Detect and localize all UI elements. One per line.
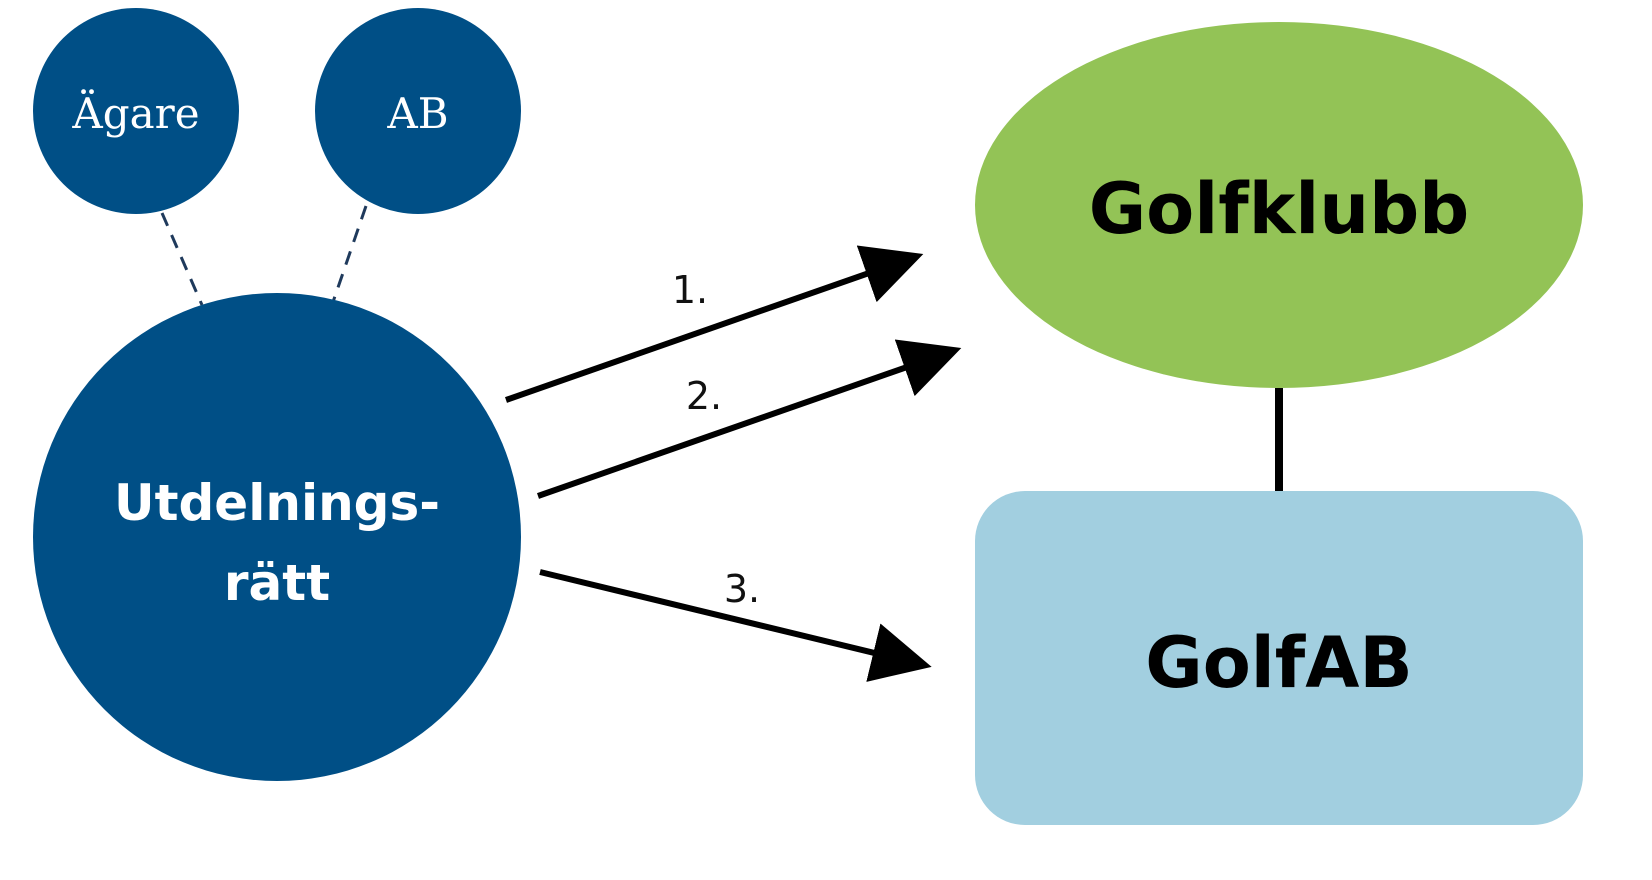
arrow-1-label: 1. — [672, 268, 708, 312]
arrow-3-label: 3. — [724, 567, 760, 611]
distribution-right-label-line2: rätt — [224, 554, 330, 612]
owner-connector-line — [160, 212, 204, 306]
ab-node — [315, 8, 521, 214]
arrow-2 — [537, 339, 962, 499]
arrow-1 — [505, 245, 924, 403]
golf-ab-label: GolfAB — [1145, 622, 1413, 704]
ab-connector-line — [331, 205, 368, 303]
distribution-right-node — [33, 293, 521, 781]
owner-node — [33, 8, 239, 214]
owner-label: Ägare — [71, 88, 199, 138]
ab-label: AB — [386, 89, 448, 138]
golf-club-label: Golfklubb — [1089, 168, 1470, 250]
golf-club-node — [975, 22, 1583, 388]
arrow-2-label: 2. — [686, 374, 722, 418]
arrow-3 — [539, 569, 932, 682]
golf-ab-node — [975, 491, 1583, 825]
distribution-right-label-line1: Utdelnings- — [114, 474, 440, 532]
